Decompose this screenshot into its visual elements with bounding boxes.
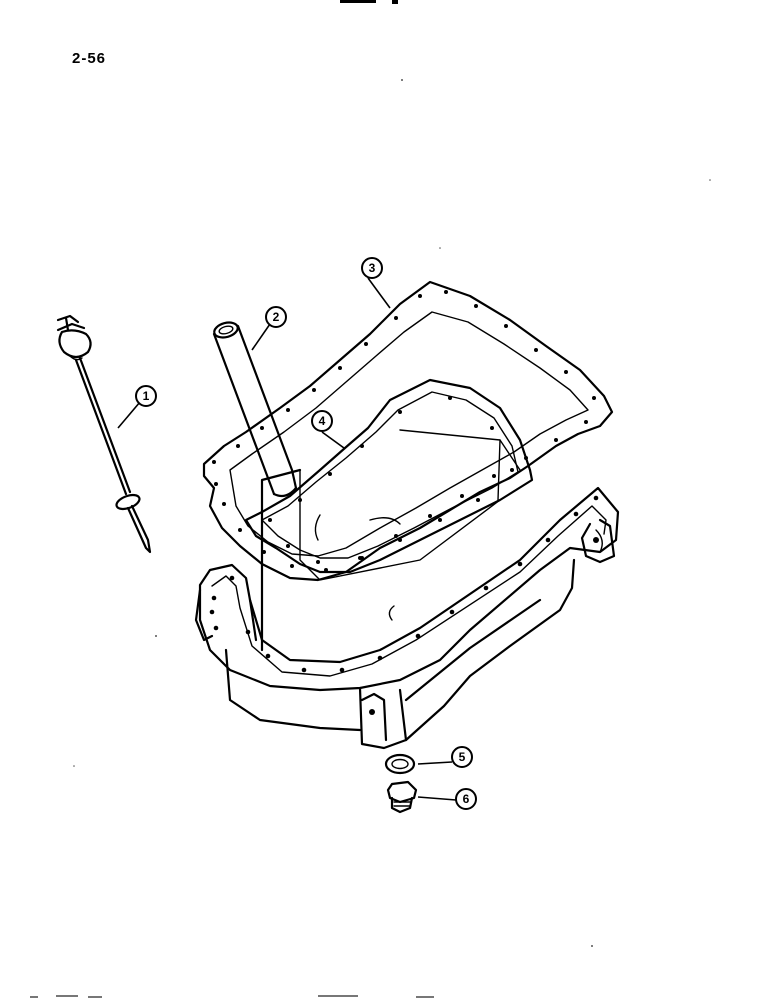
page-number: 2-56 [72, 50, 107, 67]
callout-2-label: 2 [273, 310, 280, 324]
callout-2: 2 [265, 306, 287, 328]
scan-specks [73, 79, 711, 947]
pan-bolt-holes [209, 495, 599, 715]
bottom-edge-marks [30, 995, 434, 998]
washer [384, 753, 416, 775]
callout-1: 1 [135, 385, 157, 407]
callout-6: 6 [455, 788, 477, 810]
callout-3: 3 [361, 257, 383, 279]
dipstick-tube [212, 321, 298, 498]
gasket-3 [202, 280, 614, 582]
callout-4-label: 4 [319, 414, 326, 428]
callout-3-label: 3 [369, 261, 376, 275]
leader-lines [117, 277, 457, 801]
dipstick [56, 314, 152, 554]
drain-plug [386, 780, 418, 814]
oil-pan [194, 429, 620, 750]
top-edge-marks [340, 0, 398, 4]
callout-5: 5 [451, 746, 473, 768]
callout-1-label: 1 [143, 389, 150, 403]
callout-5-label: 5 [459, 750, 466, 764]
callout-6-label: 6 [463, 792, 470, 806]
callout-4: 4 [311, 410, 333, 432]
gasket-3-holes [212, 290, 596, 572]
